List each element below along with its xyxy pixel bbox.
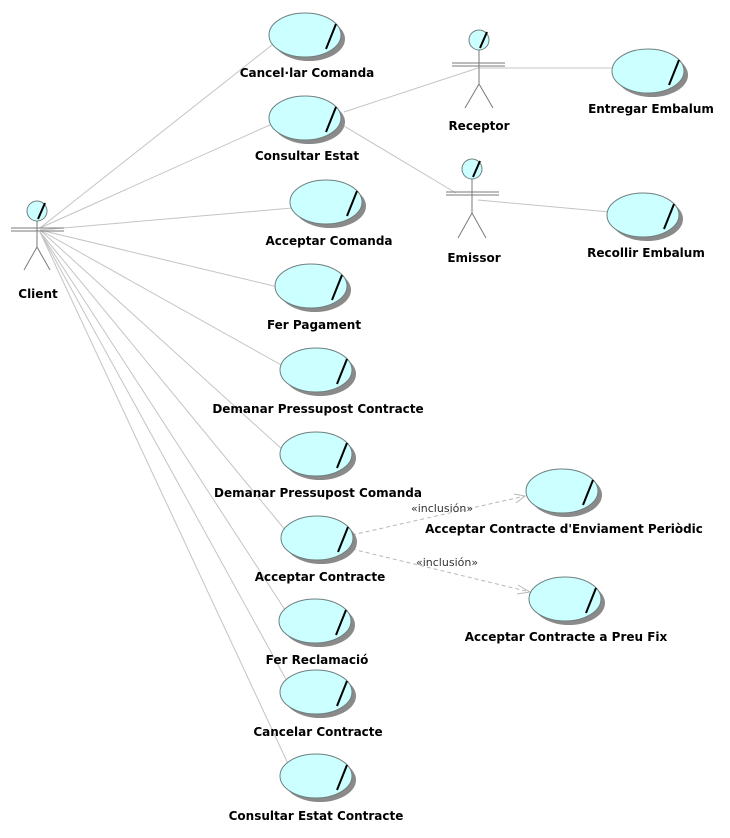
use-case-acceptar-contracte-periodic[interactable]: Acceptar Contracte d'Enviament Periòdic <box>425 468 703 536</box>
use-case-cancelar-comanda[interactable]: Cancel·lar Comanda <box>240 12 375 80</box>
assoc-client-acceptar-comanda <box>39 207 293 231</box>
assoc-client-demanar-pressupost-contracte <box>39 229 284 367</box>
use-case-label: Consultar Estat Contracte <box>229 809 404 823</box>
assoc-client-cancelar-comanda <box>39 44 273 229</box>
include-line-periodic[interactable] <box>351 495 526 536</box>
use-case-label: Cancel·lar Comanda <box>240 66 375 80</box>
use-case-fer-pagament[interactable]: Fer Pagament <box>267 263 361 332</box>
include-line-preu-fix[interactable] <box>351 548 531 593</box>
use-case-label: Entregar Embalum <box>588 102 714 116</box>
assoc-client-consultar-estat <box>39 123 273 229</box>
assoc-receptor-consultar-estat <box>343 67 479 113</box>
use-case-label: Acceptar Comanda <box>265 234 392 248</box>
use-case-label: Cancelar Contracte <box>253 725 382 739</box>
use-case-demanar-pressupost-contracte[interactable]: Demanar Pressupost Contracte <box>212 347 424 416</box>
assoc-client-acceptar-contracte <box>39 231 287 532</box>
use-case-label: Acceptar Contracte a Preu Fix <box>465 630 668 644</box>
use-case-label: Consultar Estat <box>255 149 359 163</box>
use-case-demanar-pressupost-comanda[interactable]: Demanar Pressupost Comanda <box>214 431 422 500</box>
actor-receptor[interactable]: Receptor <box>448 29 510 133</box>
assoc-client-fer-pagament <box>39 229 279 288</box>
use-case-label: Demanar Pressupost Comanda <box>214 486 422 500</box>
include-dependencies: «inclusión» «inclusión» <box>351 493 532 595</box>
use-case-acceptar-contracte[interactable]: Acceptar Contracte <box>255 515 386 584</box>
assoc-client-demanar-pressupost-comanda <box>39 229 284 451</box>
use-case-cancelar-contracte[interactable]: Cancelar Contracte <box>253 669 383 739</box>
actor-client[interactable]: Client <box>11 200 64 301</box>
use-case-label: Acceptar Contracte d'Enviament Periòdic <box>425 522 703 536</box>
use-case-label: Recollir Embalum <box>587 246 705 260</box>
use-case-entregar-embalum[interactable]: Entregar Embalum <box>588 48 714 116</box>
association-lines <box>39 44 614 769</box>
include-arrowhead-preu-fix <box>516 584 532 595</box>
use-case-consultar-estat-contracte[interactable]: Consultar Estat Contracte <box>229 753 404 823</box>
assoc-client-fer-reclamacio <box>39 231 288 614</box>
use-case-label: Demanar Pressupost Contracte <box>212 402 423 416</box>
use-case-label: Fer Pagament <box>267 318 361 332</box>
use-case-fer-reclamacio[interactable]: Fer Reclamació <box>266 598 369 667</box>
include-stereotype-1: «inclusión» <box>411 502 473 515</box>
use-case-label: Acceptar Contracte <box>255 570 386 584</box>
assoc-emissor-consultar-estat <box>343 125 457 194</box>
assoc-client-consultar-estat-contracte <box>39 231 291 769</box>
assoc-client-cancelar-contracte <box>39 231 289 684</box>
use-case-acceptar-contracte-preu-fix[interactable]: Acceptar Contracte a Preu Fix <box>465 576 668 644</box>
actor-emissor[interactable]: Emissor <box>446 158 501 265</box>
actor-label: Client <box>18 287 58 301</box>
actor-label: Emissor <box>447 251 500 265</box>
assoc-emissor-recollir-embalum <box>477 199 611 213</box>
include-stereotype-2: «inclusión» <box>416 556 478 569</box>
use-case-label: Fer Reclamació <box>266 653 369 667</box>
use-case-acceptar-comanda[interactable]: Acceptar Comanda <box>265 179 393 248</box>
use-case-recollir-embalum[interactable]: Recollir Embalum <box>587 192 705 260</box>
include-arrowhead-periodic <box>513 493 527 504</box>
use-case-consultar-estat[interactable]: Consultar Estat <box>255 95 359 163</box>
actor-label: Receptor <box>448 119 509 133</box>
